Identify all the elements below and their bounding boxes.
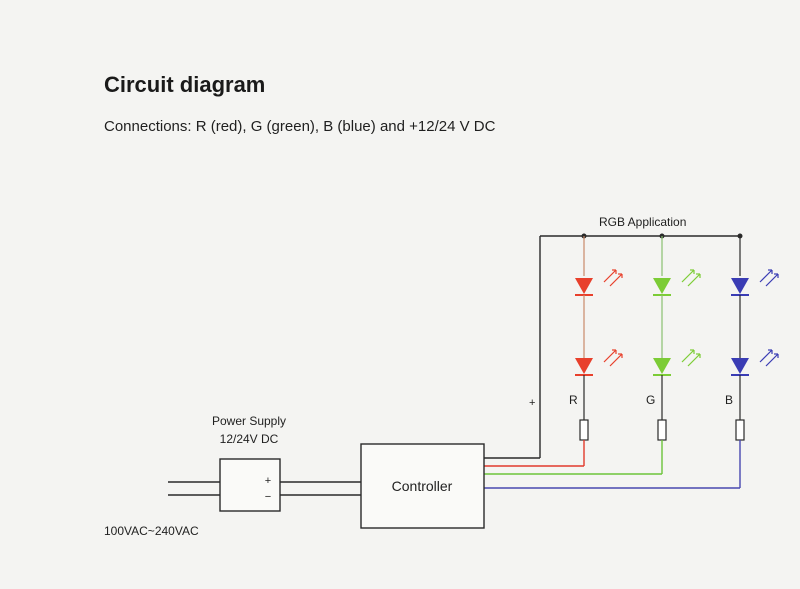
led-green-2	[653, 358, 671, 374]
light-rays-green-1	[681, 269, 701, 287]
page-subtitle: Connections: R (red), G (green), B (blue…	[104, 118, 496, 135]
resistor-green	[657, 419, 667, 441]
channel-red: R	[484, 236, 623, 467]
light-rays-red-2	[603, 349, 623, 367]
controller-box	[360, 443, 485, 529]
led-red-2	[575, 358, 593, 374]
positive-rail-label: +	[529, 397, 535, 409]
rgb-application-label: RGB Application	[599, 215, 686, 229]
channel-green-label: G	[646, 393, 655, 407]
power-supply-box	[219, 458, 281, 512]
power-supply-label-line2: 12/24V DC	[220, 432, 279, 446]
power-supply-label-line1: Power Supply	[212, 414, 286, 428]
led-blue-2	[731, 358, 749, 374]
channel-red-label: R	[569, 393, 578, 407]
light-rays-red-1	[603, 269, 623, 287]
power-supply-minus-terminal: −	[265, 491, 271, 503]
resistor-blue	[735, 419, 745, 441]
resistor-red	[579, 419, 589, 441]
mains-input-label: 100VAC~240VAC	[104, 524, 199, 538]
controller-label: Controller	[392, 478, 453, 494]
light-rays-blue-1	[759, 269, 779, 287]
led-blue-1	[731, 278, 749, 294]
light-rays-green-2	[681, 349, 701, 367]
power-supply-plus-terminal: +	[265, 475, 271, 487]
led-red-1	[575, 278, 593, 294]
page-title: Circuit diagram	[104, 72, 266, 97]
channel-green: G	[484, 236, 701, 475]
led-green-1	[653, 278, 671, 294]
channel-blue-label: B	[725, 393, 733, 407]
light-rays-blue-2	[759, 349, 779, 367]
channel-blue: B	[484, 236, 779, 489]
